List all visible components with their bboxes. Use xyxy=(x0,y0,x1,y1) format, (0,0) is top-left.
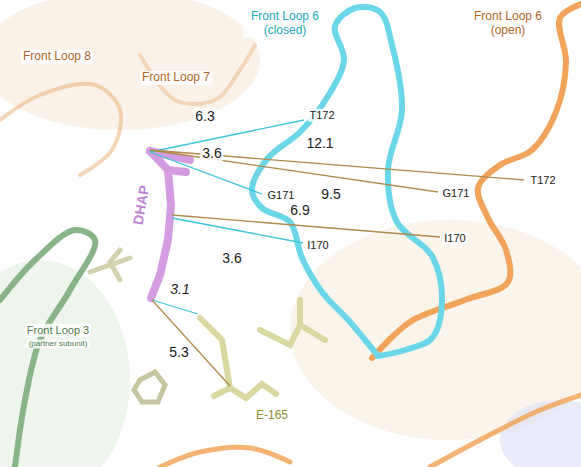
loop-title: Front Loop 8 xyxy=(21,50,93,64)
residue-label: I170 xyxy=(442,232,467,245)
residue-label: T172 xyxy=(528,174,557,187)
loop-tube xyxy=(430,395,581,467)
stick xyxy=(297,300,303,325)
loop6-open-tube xyxy=(372,4,581,358)
stick xyxy=(168,170,186,172)
loop-tube xyxy=(160,447,290,467)
distance-value: 3.1 xyxy=(168,281,191,297)
residue-label: T172 xyxy=(307,109,336,122)
loop-tube xyxy=(140,45,255,104)
loop-tube xyxy=(0,84,121,175)
distance-lines xyxy=(150,120,524,386)
stick xyxy=(214,388,230,396)
distance-value: 9.5 xyxy=(319,186,342,202)
distance-line xyxy=(152,300,230,386)
distance-value: 3.6 xyxy=(220,250,243,266)
distance-value: 3.6 xyxy=(200,145,223,161)
residue-label: I170 xyxy=(305,239,330,252)
background-blob xyxy=(0,0,260,130)
stick xyxy=(90,258,130,272)
residue-sticks xyxy=(200,300,325,398)
distance-value: 6.3 xyxy=(193,108,216,124)
distance-line xyxy=(172,218,303,243)
loop-title: Front Loop 6 (closed) xyxy=(243,10,327,38)
stick xyxy=(260,325,325,345)
loop-title: Front Loop 7 xyxy=(140,71,212,85)
distance-line xyxy=(150,120,304,152)
ligand-label: DHAP xyxy=(129,182,152,228)
residue-label: G171 xyxy=(266,189,297,202)
loop-title: Front Loop 3 xyxy=(25,324,91,337)
residue-label: E-165 xyxy=(254,409,290,423)
distance-value: 6.9 xyxy=(288,202,311,218)
distance-value: 5.3 xyxy=(167,344,190,360)
ring xyxy=(134,372,165,402)
dhap-ligand xyxy=(150,151,190,298)
loop-subtitle: (partner subunit) xyxy=(27,339,90,348)
distance-line xyxy=(150,150,438,192)
distance-value: 12.1 xyxy=(304,135,335,151)
residue-label: G171 xyxy=(441,187,472,200)
residue-sticks xyxy=(90,250,165,402)
partner-loop-tube xyxy=(0,230,95,467)
loop-title: Front Loop 6 (open) xyxy=(466,10,550,38)
loop6-closed-tube xyxy=(252,7,442,356)
